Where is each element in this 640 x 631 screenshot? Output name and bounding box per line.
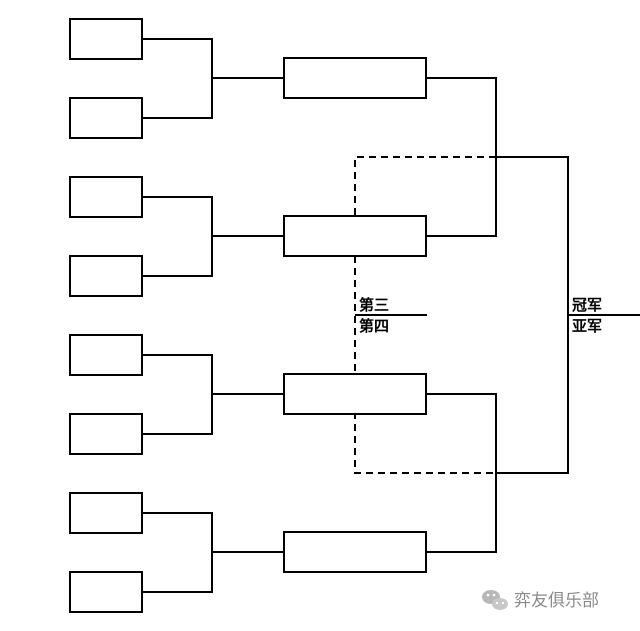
- round1-slot-7: [69, 492, 143, 534]
- round1-slot-8: [69, 571, 143, 613]
- connector-semifinal-top: [426, 77, 497, 237]
- round2-slot-2: [283, 215, 427, 257]
- round2-slot-3: [283, 373, 427, 415]
- connector-pair-3: [142, 354, 213, 435]
- round1-slot-1: [69, 18, 143, 60]
- round1-slot-5: [69, 334, 143, 376]
- round1-slot-6: [69, 413, 143, 455]
- watermark-text: 弈友俱乐部: [514, 591, 599, 611]
- round2-slot-1: [283, 57, 427, 99]
- round1-slot-4: [69, 255, 143, 297]
- connector-pair-1: [142, 38, 213, 119]
- round1-slot-2: [69, 97, 143, 139]
- champion-label: 冠军: [572, 296, 602, 314]
- connector-final: [496, 156, 569, 474]
- round2-slot-4: [283, 531, 427, 573]
- fourth-place-label: 第四: [359, 317, 389, 335]
- connector-pair-4: [142, 512, 213, 593]
- runner-up-label: 亚军: [572, 317, 602, 335]
- wechat-icon: [482, 590, 508, 610]
- connector-pair-2: [142, 196, 213, 277]
- round1-slot-3: [69, 176, 143, 218]
- third-place-label: 第三: [359, 296, 389, 314]
- connector-semifinal-bottom: [426, 393, 497, 553]
